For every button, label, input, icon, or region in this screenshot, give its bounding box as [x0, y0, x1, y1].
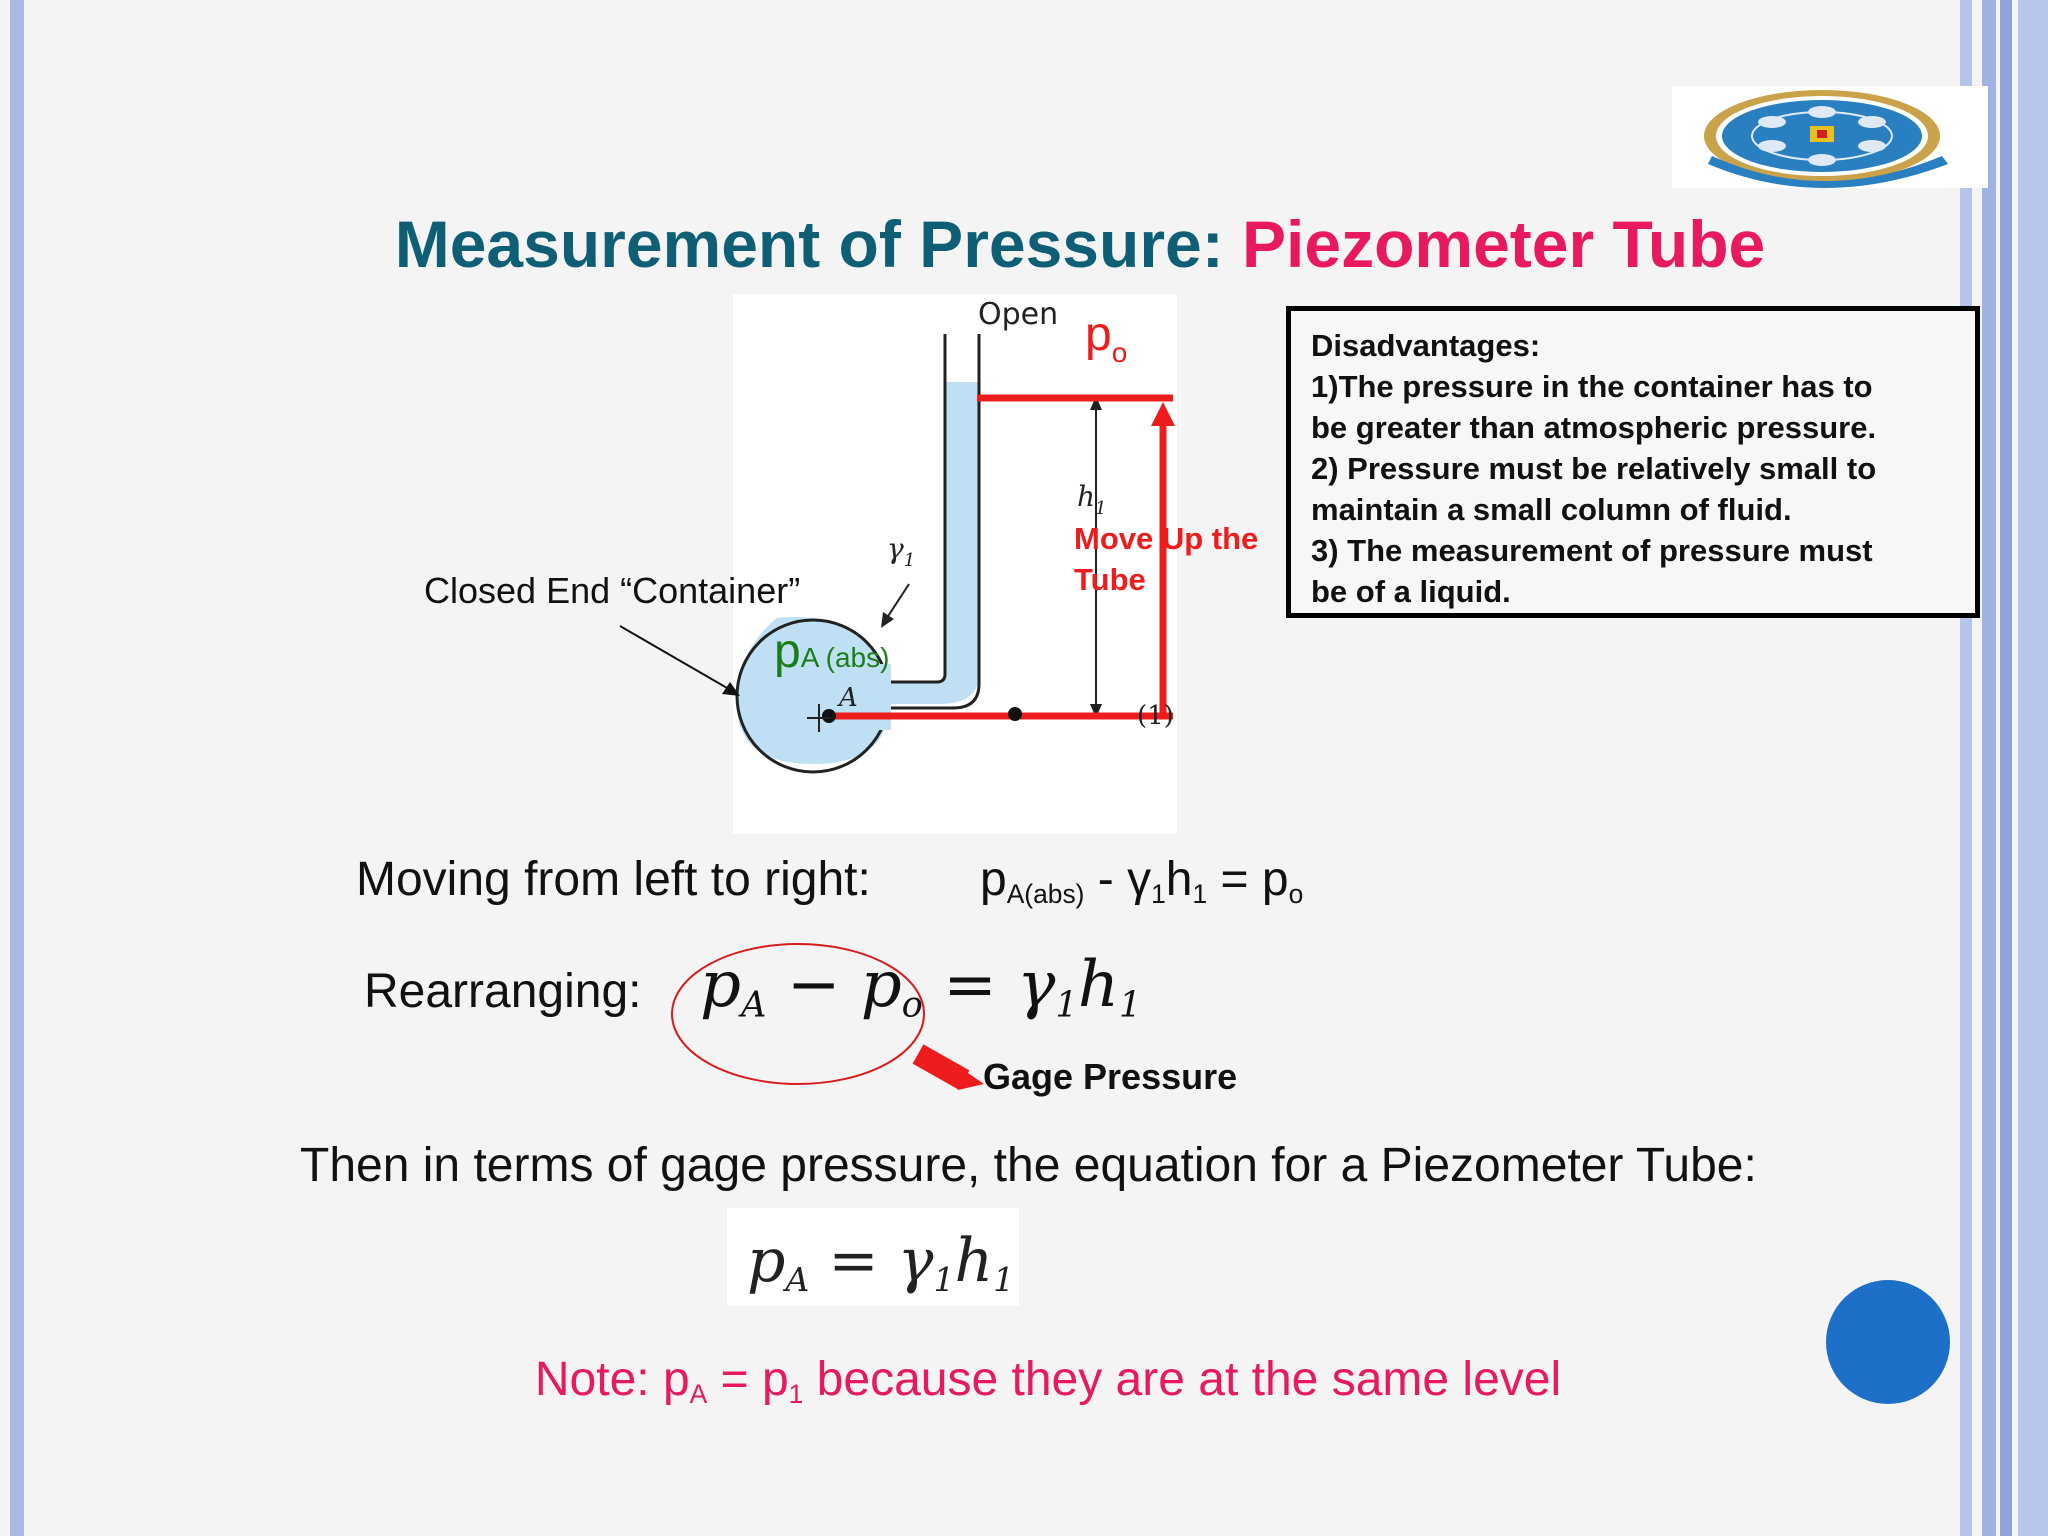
- gage-highlight-ellipse: [671, 943, 984, 1090]
- a-point-label: A: [837, 683, 858, 713]
- disadvantages-line: 2) Pressure must be relatively small to: [1311, 451, 1877, 486]
- move-up-line1: Move Up the: [1074, 521, 1259, 556]
- title-part1: Measurement of Pressure:: [394, 207, 1243, 281]
- gear-logo-icon: [1704, 90, 1948, 188]
- logo: [1672, 86, 1988, 188]
- slide-border-right: [2018, 0, 2048, 1536]
- disadvantages-line: 3) The measurement of pressure must: [1311, 533, 1873, 568]
- pa-abs-label: pA (abs): [774, 625, 890, 678]
- decorative-circle: [1826, 1280, 1950, 1404]
- slide-title: Measurement of Pressure: Piezometer Tube: [0, 206, 2048, 282]
- point-1-label: (1): [1137, 701, 1174, 731]
- disadvantages-box: Disadvantages: 1)The pressure in the con…: [1286, 306, 1980, 618]
- closed-end-arrow: [619, 625, 740, 696]
- final-equation: pA = γ1h1: [747, 1226, 1015, 1299]
- slide-border-right: [1982, 0, 1996, 1536]
- h1-label: h1: [1077, 480, 1107, 519]
- disadvantages-line: be of a liquid.: [1311, 574, 1511, 609]
- then-text: Then in terms of gage pressure, the equa…: [300, 1139, 1757, 1192]
- disadvantages-heading: Disadvantages:: [1311, 328, 1541, 363]
- title-part2: Piezometer Tube: [1242, 207, 1766, 281]
- note-text: Note: pA = p1 because they are at the sa…: [534, 1353, 1562, 1409]
- open-label: Open: [978, 297, 1058, 332]
- rearranged-equation: pA − po = γ1h1: [700, 948, 1142, 1026]
- move-up-label: Move Up the Tube: [1074, 518, 1258, 600]
- closed-end-label: Closed End “Container”: [424, 570, 801, 611]
- po-label: po: [1085, 308, 1127, 368]
- moving-equation: pA(abs) - γ1h1 = po: [980, 853, 1304, 909]
- move-up-line2: Tube: [1074, 562, 1146, 597]
- gamma-label: γ1: [887, 532, 915, 571]
- gage-pressure-label: Gage Pressure: [983, 1056, 1238, 1097]
- final-equation-box: [727, 1208, 1019, 1306]
- rearranging-label: Rearranging:: [364, 965, 642, 1018]
- moving-label: Moving from left to right:: [356, 853, 871, 906]
- disadvantages-line: 1)The pressure in the container has to: [1311, 369, 1873, 404]
- piezometer-tube-figure: Open po h1 γ1 A (1): [735, 297, 1175, 774]
- disadvantages-line: maintain a small column of fluid.: [1311, 492, 1792, 527]
- slide-border-right: [2000, 0, 2012, 1536]
- slide-border-left: [10, 0, 24, 1536]
- disadvantages-line: be greater than atmospheric pressure.: [1311, 410, 1877, 445]
- piezometer-diagram: Open po h1 γ1 A (1): [733, 294, 1177, 834]
